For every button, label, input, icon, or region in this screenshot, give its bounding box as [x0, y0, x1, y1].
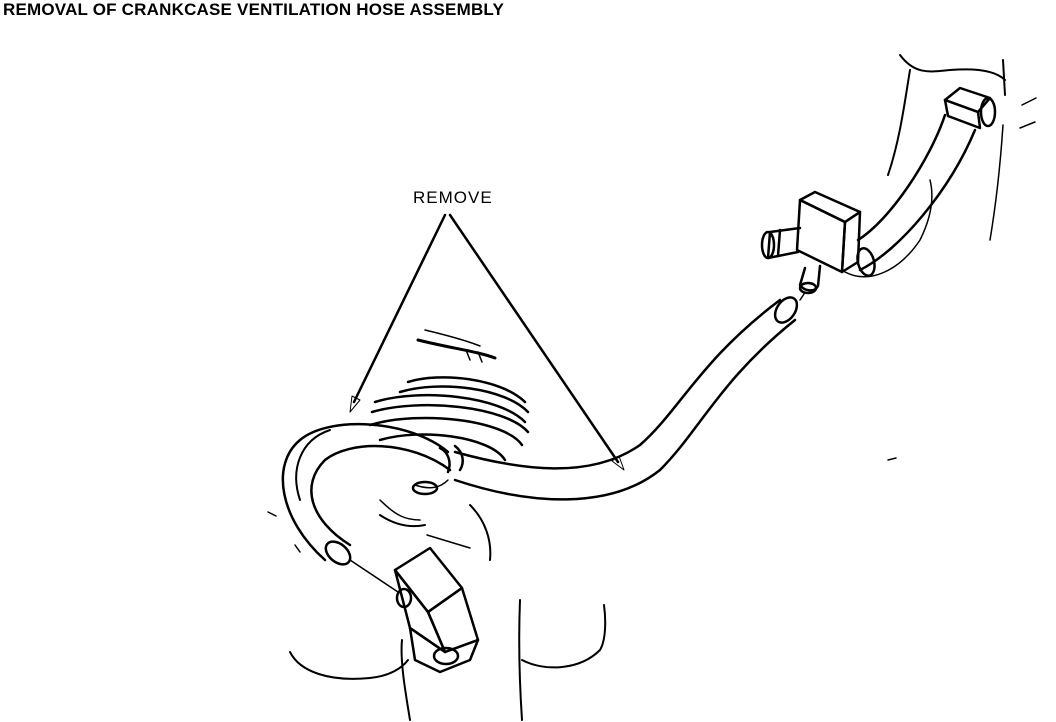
detail-ticks: [267, 457, 897, 553]
engine-body-outline: [289, 429, 607, 721]
long-ventilation-hose: [453, 296, 799, 501]
pcv-valve: [760, 190, 862, 301]
breather-tube: [349, 546, 480, 674]
leader-line-right: [448, 213, 620, 464]
pulley-rings: [368, 329, 530, 462]
arrowhead-right: [611, 455, 625, 471]
leader-line-left: [352, 213, 447, 404]
crankcase-lines: [379, 479, 471, 549]
remove-callout-arrows: [349, 213, 625, 471]
remove-callout-label: REMOVE: [413, 188, 493, 207]
figure-title: REMOVAL OF CRANKCASE VENTILATION HOSE AS…: [3, 0, 504, 19]
left-elbow-hose: [281, 423, 464, 566]
upper-intake-hose: [856, 86, 997, 277]
intake-outline: [844, 54, 1037, 278]
arrowhead-left: [349, 395, 361, 413]
